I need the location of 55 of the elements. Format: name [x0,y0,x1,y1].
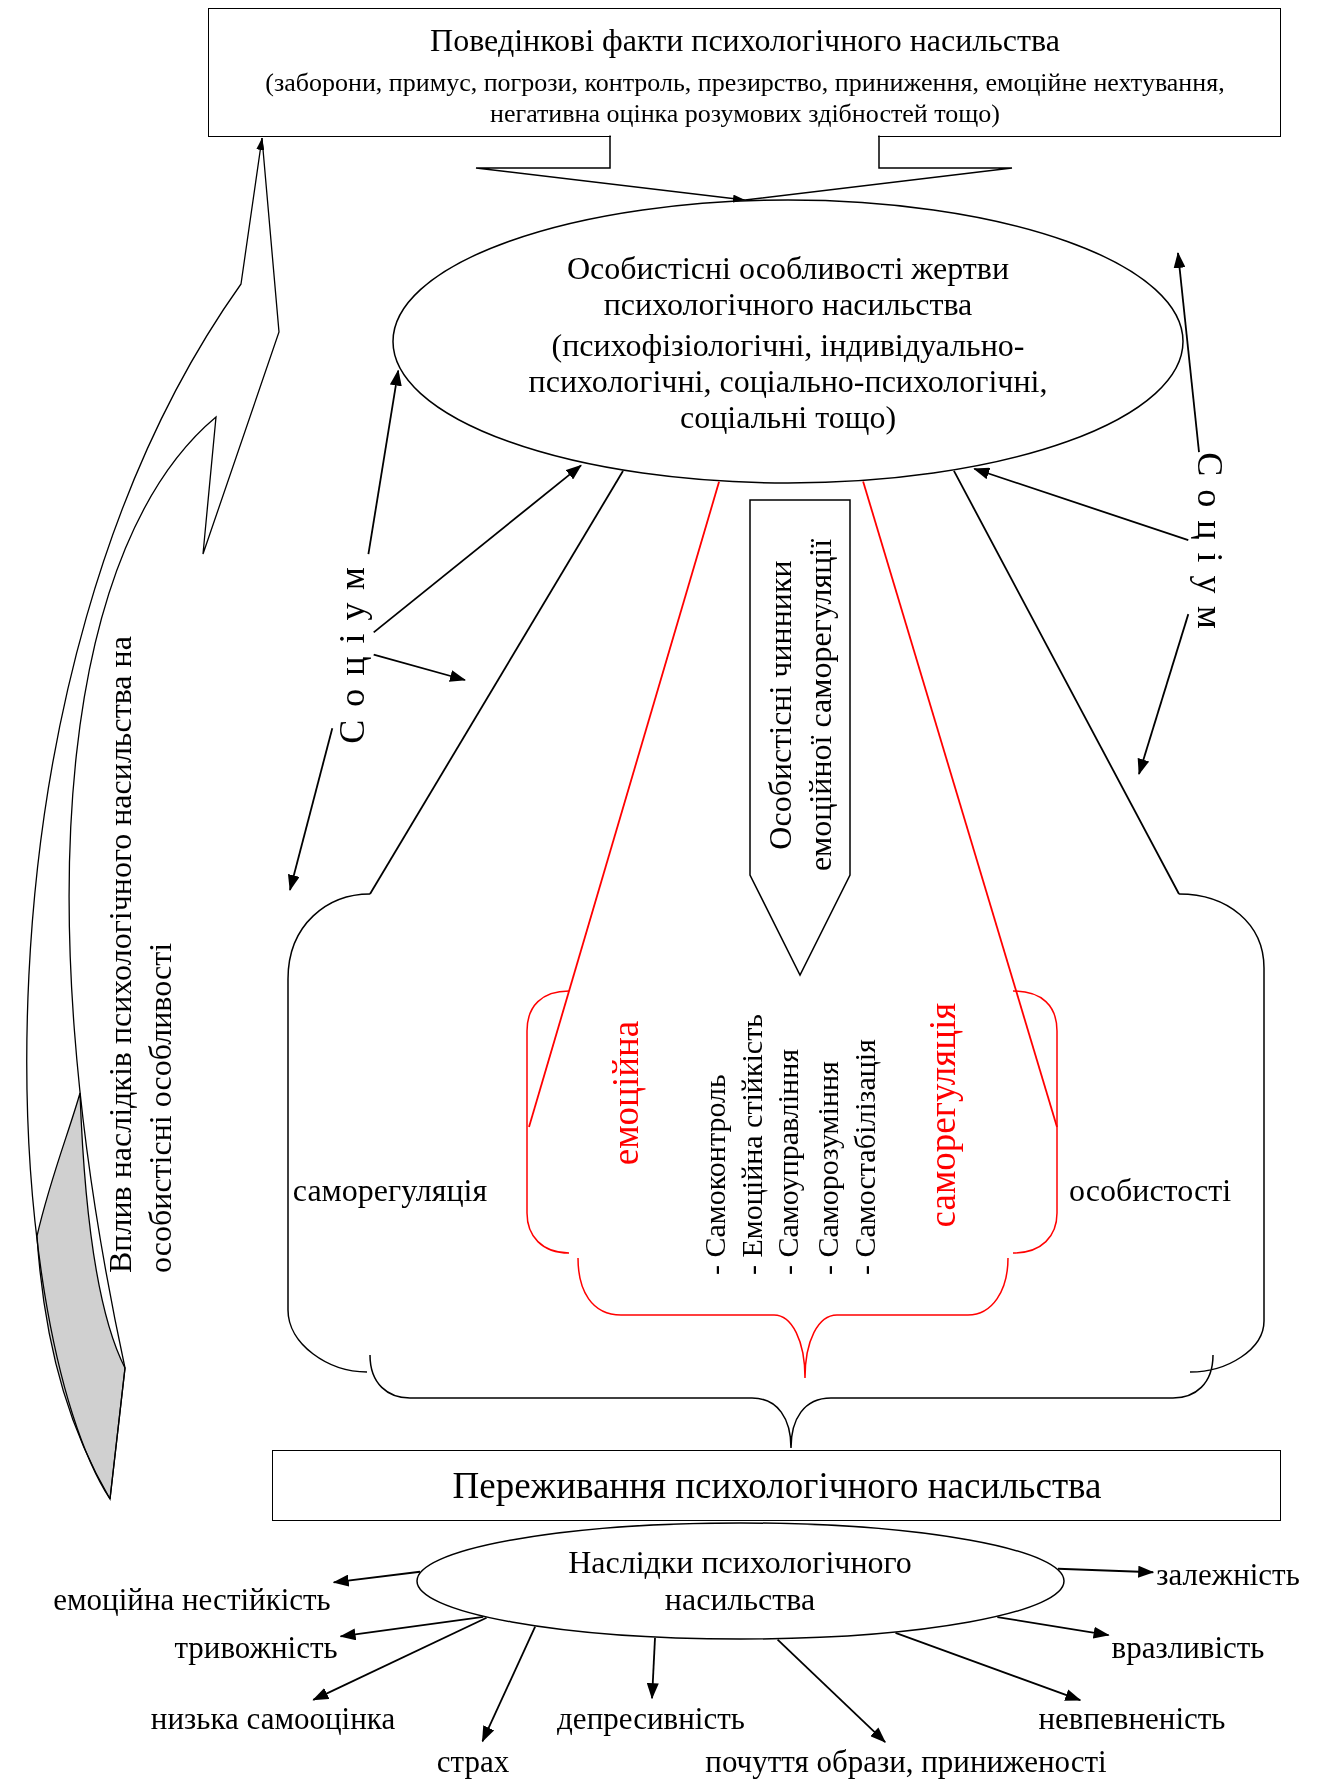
brace-bracket [527,991,1057,1378]
outcome-label: невпевненість [1038,1701,1226,1737]
side-label: Соціум [332,554,374,744]
box-text: (заборони, примус, погрози, контроль, презирство, приниження, емоційне нехтування, негативна оцінка розумових здібностей тощо) [264,66,1226,130]
arrow [332,1570,421,1587]
arrow [367,369,402,556]
connector-line [862,480,1058,1128]
oval-node [392,199,1184,484]
arrow [288,727,334,891]
oval-node [416,1522,1065,1640]
edge-label: Вплив наслідків психологічного насильства на особистісні особливості [101,635,179,1273]
bracket-heading: емоційна [604,1020,647,1166]
pointer-box [750,500,850,975]
list-item: - Емоційна стійкість [734,1014,769,1275]
oval-title: Наслідки психологічного насильства [567,1544,913,1618]
arrow [776,1638,887,1743]
arrow [894,1631,1082,1702]
outcome-label: вразливість [1111,1630,1265,1666]
outcome-label: страх [436,1744,510,1780]
arrow [973,467,1190,541]
arrow [1173,252,1200,454]
arrow [312,1616,488,1701]
oval-text: (психофізіологічні, індивідуально-психологічні, соціально-психологічні, соціальні тощо) [527,326,1049,436]
callout-box [208,8,1281,137]
bracket-heading: саморегуляція [921,1002,964,1228]
arrow [481,1625,537,1743]
outcome-label: низька самооцінка [150,1701,396,1737]
box-title: Поведінкові факти психологічного насильства [430,21,1060,59]
oval-title: Особистісні особливості жертви психологічного насильства [565,249,1010,323]
arrow [1057,1565,1155,1578]
side-label: Соціум [1188,452,1230,642]
arrow [1137,613,1190,775]
arrow [339,1616,485,1641]
bracket-label: саморегуляція [292,1171,488,1209]
list-item: - Самоуправління [770,1049,805,1275]
connector-line [953,470,1180,895]
process-box [272,1450,1281,1521]
list-item: - Самоконтроль [697,1074,732,1275]
arrow [996,1616,1110,1639]
arrow [372,653,466,682]
outcome-label: емоційна нестійкість [53,1582,331,1618]
connector-line [528,480,720,1128]
box-title: Переживання психологічного насильства [452,1464,1102,1508]
pointer-text: Особистісні чинники емоційної саморегуляції [761,537,839,874]
list-item: - Саморозуміння [810,1061,845,1275]
arrow [646,1637,659,1700]
outcome-label: тривожність [174,1630,338,1666]
brace-bracket [288,894,1264,1449]
outcome-label: залежність [1156,1557,1300,1593]
arrow [372,464,582,634]
list-item: - Самостабілізація [847,1039,882,1275]
outcome-label: депресивність [557,1701,745,1737]
connector-line [369,470,624,895]
bracket-label: особистості [1069,1171,1231,1209]
outcome-label: почуття образи, приниженості [705,1744,1107,1780]
